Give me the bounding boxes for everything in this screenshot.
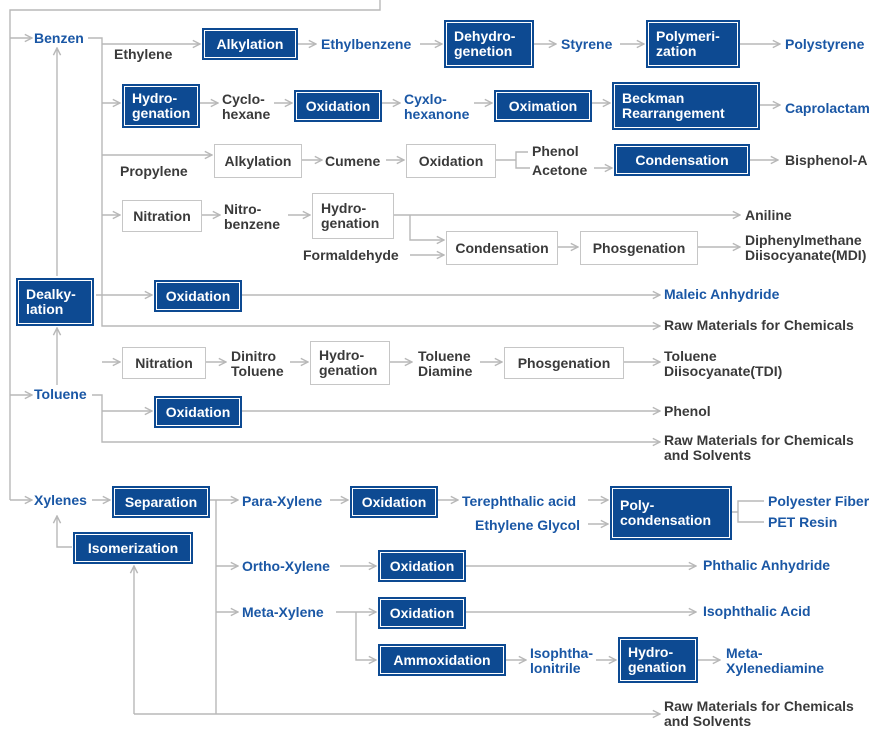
label-cumene: Cumene xyxy=(325,153,381,169)
process-oxidation-1: Oxidation xyxy=(294,90,382,122)
label-terephthalic-acid: Terephthalic acid xyxy=(462,493,577,509)
label-ethylene-glycol: Ethylene Glycol xyxy=(475,517,581,533)
process-nitration-1: Nitration xyxy=(122,200,202,232)
label-maleic-anhydride: Maleic Anhydride xyxy=(664,286,780,302)
process-isomerization: Isomerization xyxy=(73,532,193,564)
label-nitrobenzene: Nitro- benzene xyxy=(224,201,281,232)
label-propylene: Propylene xyxy=(120,163,188,179)
process-nitration-2: Nitration xyxy=(122,347,206,379)
process-oxidation-6: Oxidation xyxy=(378,550,466,582)
label-ortho-xylene: Ortho-Xylene xyxy=(242,558,330,574)
label-isophthalonitrile: Isophtha- lonitrile xyxy=(530,645,593,676)
process-hydrogenation-3: Hydro- genation xyxy=(310,341,390,385)
label-ethylbenzene: Ethylbenzene xyxy=(321,36,412,52)
process-beckman-rearrangement: Beckman Rearrangement xyxy=(612,82,760,130)
process-dealkylation: Dealky- lation xyxy=(16,278,94,326)
process-hydrogenation-1: Hydro- genation xyxy=(122,84,200,128)
label-phenol-1: Phenol xyxy=(532,143,579,159)
label-raw-materials-3: Raw Materials for Chemicals and Solvents xyxy=(664,698,854,729)
label-pet-resin: PET Resin xyxy=(768,514,838,530)
label-raw-materials-1: Raw Materials for Chemicals xyxy=(664,317,854,333)
process-alkylation-1: Alkylation xyxy=(202,28,298,60)
process-hydrogenation-2: Hydro- genation xyxy=(312,193,394,239)
process-hydrogenation-4: Hydro- genation xyxy=(618,637,698,683)
label-meta-xylene: Meta-Xylene xyxy=(242,604,324,620)
process-oxidation-5: Oxidation xyxy=(350,486,438,518)
process-phosgenation-2: Phosgenation xyxy=(504,347,624,379)
process-alkylation-2: Alkylation xyxy=(214,144,302,178)
source-toluene: Toluene xyxy=(34,386,87,402)
label-cyclohexane: Cyclo- hexane xyxy=(222,91,271,122)
process-condensation-1: Condensation xyxy=(614,144,750,176)
process-dehydrogenation: Dehydro- genetion xyxy=(444,20,534,68)
source-xylenes: Xylenes xyxy=(34,492,87,508)
process-ammoxidation: Ammoxidation xyxy=(378,644,506,676)
label-bisphenol-a: Bisphenol-A xyxy=(785,152,868,168)
label-phthalic-anhydride: Phthalic Anhydride xyxy=(703,557,831,573)
label-polystyrene: Polystyrene xyxy=(785,36,865,52)
label-tdi: Toluene Diisocyanate(TDI) xyxy=(664,348,783,379)
label-isophthalic-acid: Isophthalic Acid xyxy=(703,603,811,619)
label-polyester-fiber: Polyester Fiber xyxy=(768,493,870,509)
process-polymerization: Polymeri- zation xyxy=(646,20,740,68)
process-oxidation-4: Oxidation xyxy=(154,396,242,428)
label-aniline: Aniline xyxy=(745,207,792,223)
process-polycondensation: Poly- condensation xyxy=(610,486,732,540)
label-dinitrotoluene: Dinitro Toluene xyxy=(231,348,284,379)
process-oxidation-2: Oxidation xyxy=(406,144,496,178)
label-phenol-2: Phenol xyxy=(664,403,711,419)
process-phosgenation-1: Phosgenation xyxy=(580,231,698,265)
label-para-xylene: Para-Xylene xyxy=(242,493,323,509)
label-raw-materials-2: Raw Materials for Chemicals and Solvents xyxy=(664,432,854,463)
label-acetone: Acetone xyxy=(532,162,588,178)
process-oxidation-3: Oxidation xyxy=(154,280,242,312)
label-formaldehyde: Formaldehyde xyxy=(303,247,399,263)
process-separation: Separation xyxy=(112,486,210,518)
label-styrene: Styrene xyxy=(561,36,613,52)
label-caprolactam: Caprolactam xyxy=(785,100,870,116)
source-benzen: Benzen xyxy=(34,30,84,46)
label-ethylene: Ethylene xyxy=(114,46,173,62)
label-cyclohexanone: Cyxlo- hexanone xyxy=(404,91,470,122)
process-oximation: Oximation xyxy=(494,90,592,122)
process-condensation-2: Condensation xyxy=(446,231,558,265)
label-mdi: Diphenylmethane Diisocyanate(MDI) xyxy=(745,232,867,263)
process-oxidation-7: Oxidation xyxy=(378,597,466,629)
label-meta-xylenediamine: Meta- Xylenediamine xyxy=(726,645,825,676)
label-toluene-diamine: Toluene Diamine xyxy=(418,348,473,379)
